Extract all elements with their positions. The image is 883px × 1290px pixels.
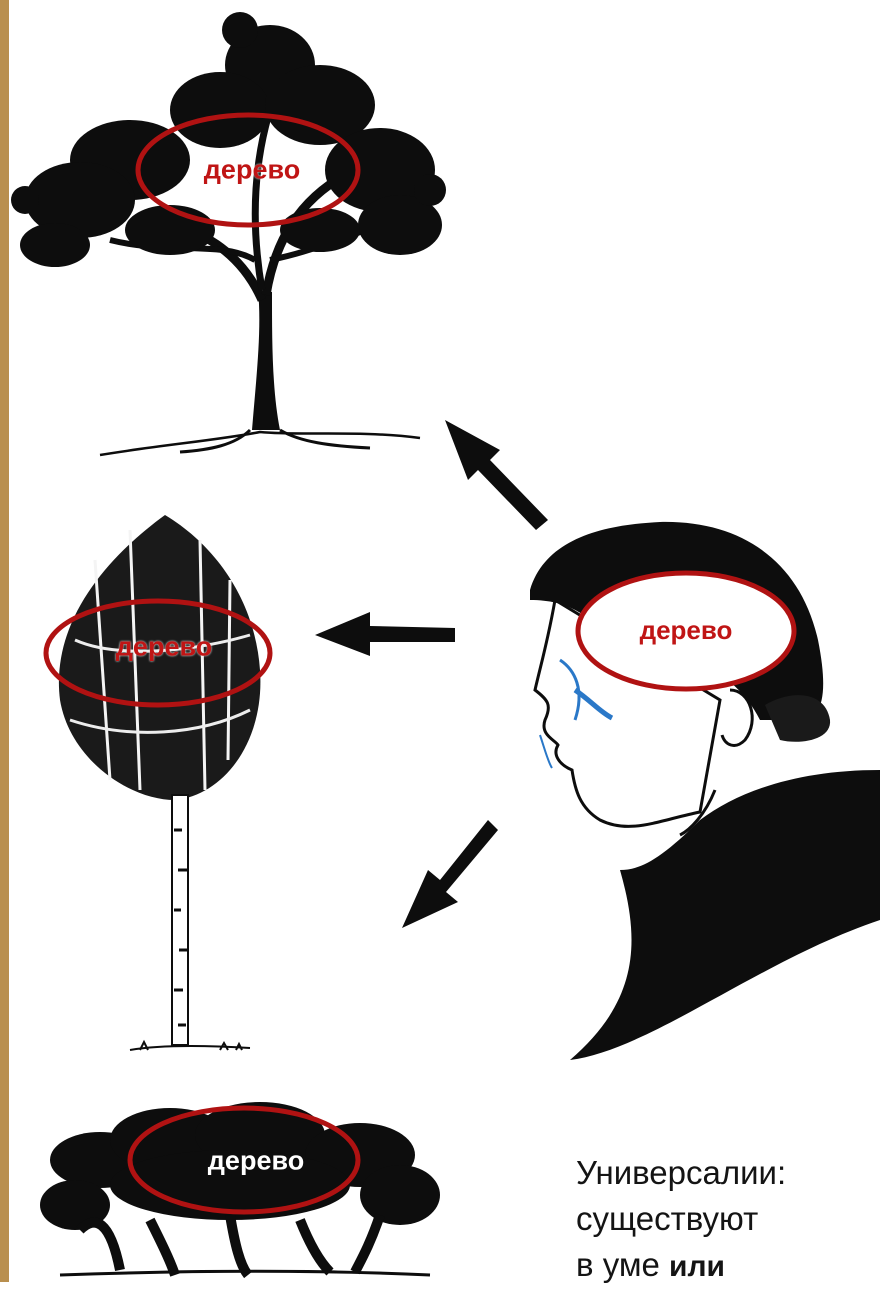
oval-head	[575, 570, 797, 692]
oak-tree-drawing	[11, 12, 446, 457]
oval-birch-label: дерево	[115, 631, 213, 662]
page-edge-strip	[0, 0, 9, 1282]
caption: Универсалии: существуют в уме или	[576, 1150, 786, 1290]
bush-tree-drawing	[40, 1102, 440, 1279]
oval-highlights	[43, 112, 797, 1215]
arrow-to-oak	[445, 420, 548, 530]
caption-line-2: существуют	[576, 1200, 759, 1237]
birch-tree-drawing	[58, 515, 261, 1051]
oval-birch	[43, 598, 273, 708]
caption-line-3-bold: или	[669, 1250, 725, 1283]
caption-line-3: в уме или	[576, 1242, 786, 1290]
oval-bush-label: дерево	[207, 1145, 305, 1176]
oval-head-label: дерево	[639, 615, 733, 645]
caption-line-3-plain: в уме	[576, 1246, 660, 1283]
arrow-to-birch	[315, 612, 455, 656]
oval-oak-label: дерево	[203, 154, 301, 185]
arrows	[315, 420, 548, 928]
caption-line-1: Универсалии:	[576, 1154, 787, 1191]
arrow-to-bush	[402, 820, 498, 928]
oval-bush	[127, 1105, 361, 1215]
oval-oak	[135, 112, 361, 228]
